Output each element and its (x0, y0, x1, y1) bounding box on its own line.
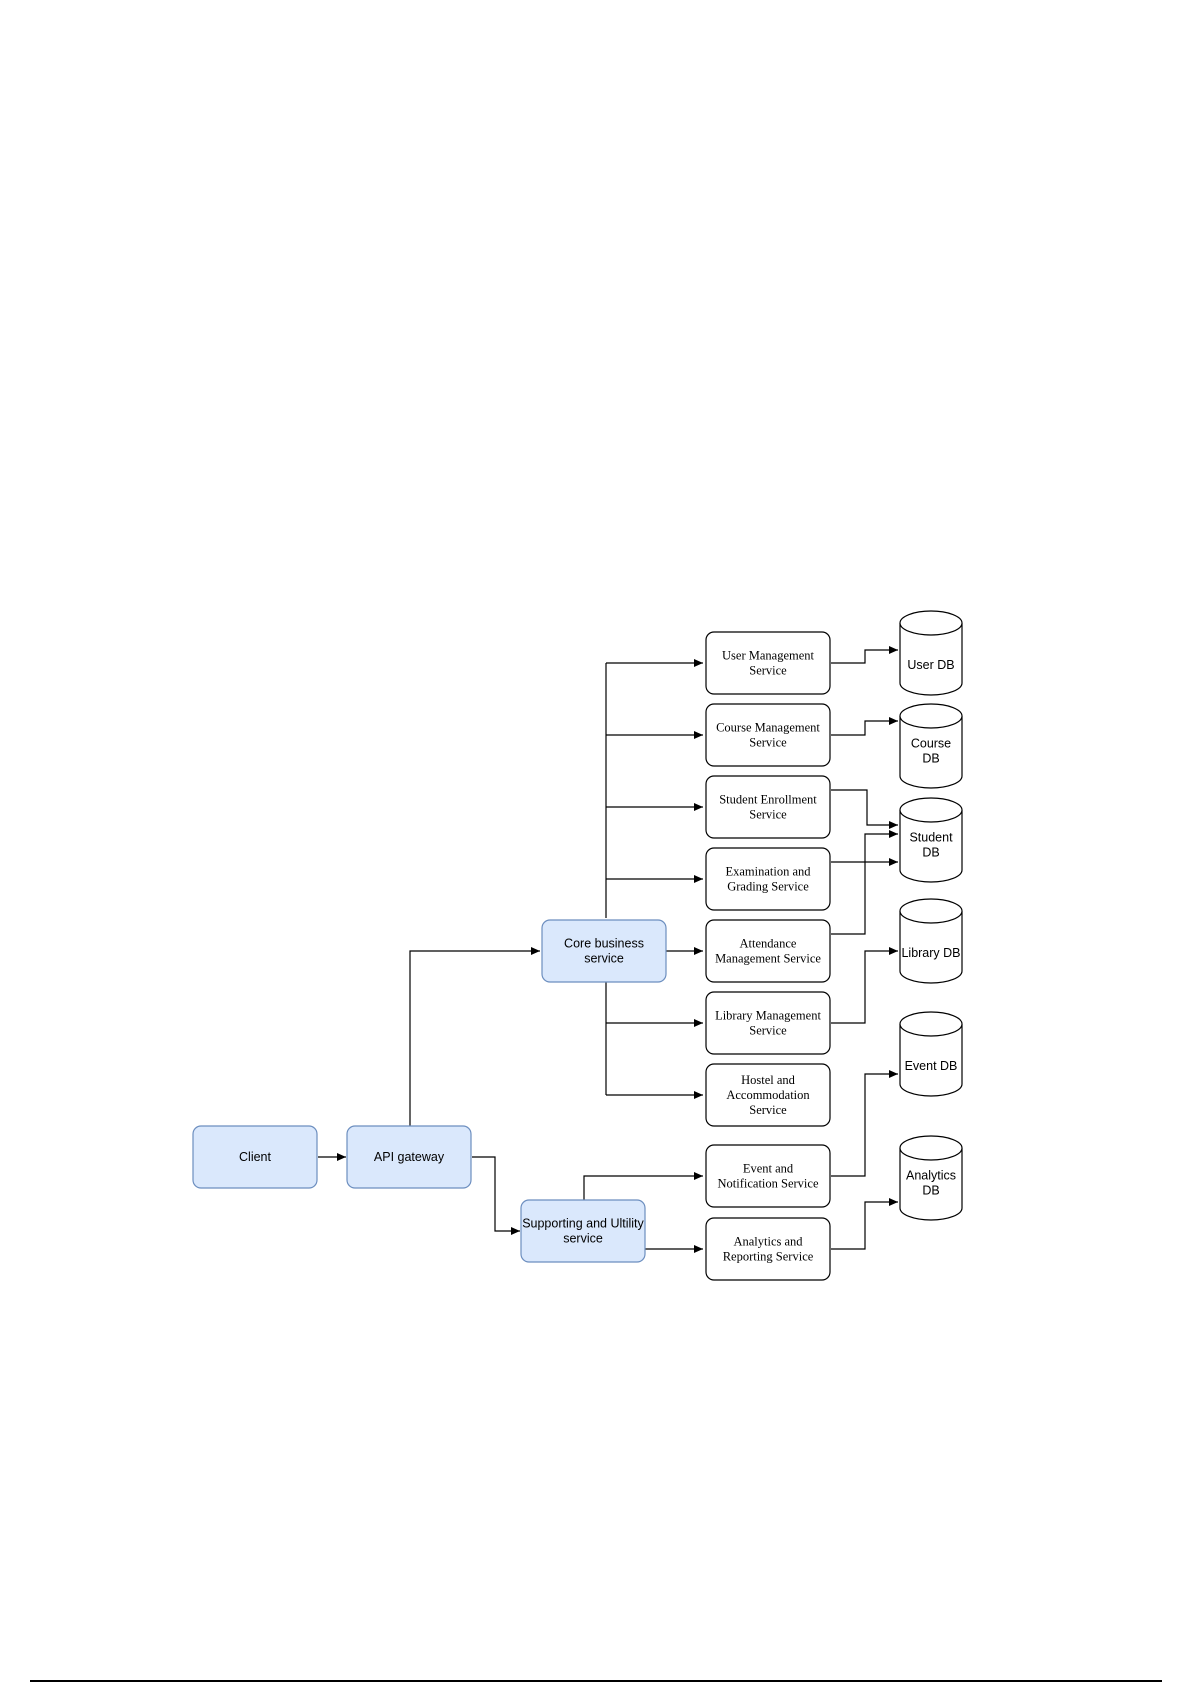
label-line: Course (911, 737, 951, 751)
label-line: Client (239, 1150, 271, 1164)
label-line: Core business (564, 937, 644, 951)
edge-api-gateway-to-support (472, 1156, 520, 1235)
database-label: User DB (907, 658, 954, 672)
label-line: Notification Service (717, 1177, 818, 1191)
edge-attendance-to-student-db (831, 830, 898, 935)
edge-analytics-to-analytics-db (831, 1198, 898, 1250)
label-line: Course Management (716, 721, 820, 735)
label-line: API gateway (374, 1150, 445, 1164)
label-line: Service (749, 664, 787, 678)
label-line: Attendance (740, 937, 797, 951)
label-line: Student (909, 831, 953, 845)
label-line: service (563, 1232, 603, 1246)
edge-event-to-event-db (831, 1070, 898, 1177)
label-line: Examination and (725, 865, 811, 879)
edge-api-gateway-to-core (409, 947, 540, 1126)
database-user-db: User DB (899, 610, 963, 696)
label-line: Analytics and (733, 1235, 803, 1249)
label-line: Management Service (715, 952, 821, 966)
label-line: Event DB (905, 1059, 958, 1073)
node-client: Client (192, 1125, 318, 1189)
page-bottom-rule (30, 1680, 1162, 1682)
label-line: DB (922, 752, 939, 766)
database-event-db: Event DB (899, 1011, 963, 1097)
node-api-gateway: API gateway (346, 1125, 472, 1189)
label-line: Hostel and (741, 1073, 796, 1087)
edges (318, 646, 898, 1253)
label-line: DB (922, 846, 939, 860)
label-line: Student Enrollment (719, 793, 817, 807)
label-line: Service (749, 808, 787, 822)
node-label: Client (239, 1150, 271, 1164)
label-line: Grading Service (727, 880, 809, 894)
label-line: Library Management (715, 1009, 821, 1023)
label-line: Service (749, 736, 787, 750)
label-line: Library DB (901, 946, 960, 960)
node-label: API gateway (374, 1150, 445, 1164)
edge-support-to-event (583, 1172, 703, 1200)
label-line: Accommodation (726, 1088, 810, 1102)
database-label: Library DB (901, 946, 960, 960)
database-library-db: Library DB (899, 898, 963, 984)
label-line: User Management (722, 649, 815, 663)
label-line: User DB (907, 658, 954, 672)
edge-library-mgmt-to-library-db (831, 947, 898, 1024)
label-line: Service (749, 1024, 787, 1038)
label-line: Reporting Service (723, 1250, 814, 1264)
label-line: service (584, 952, 624, 966)
label-line: DB (922, 1184, 939, 1198)
edge-course-mgmt-to-course-db (831, 717, 898, 736)
edge-user-mgmt-to-user-db (831, 646, 898, 664)
database-label: Event DB (905, 1059, 958, 1073)
edge-student-enroll-to-student-db (831, 789, 898, 829)
label-line: Service (749, 1103, 787, 1117)
label-line: Supporting and Ultility (522, 1217, 644, 1231)
label-line: Event and (743, 1162, 794, 1176)
label-line: Analytics (906, 1169, 956, 1183)
